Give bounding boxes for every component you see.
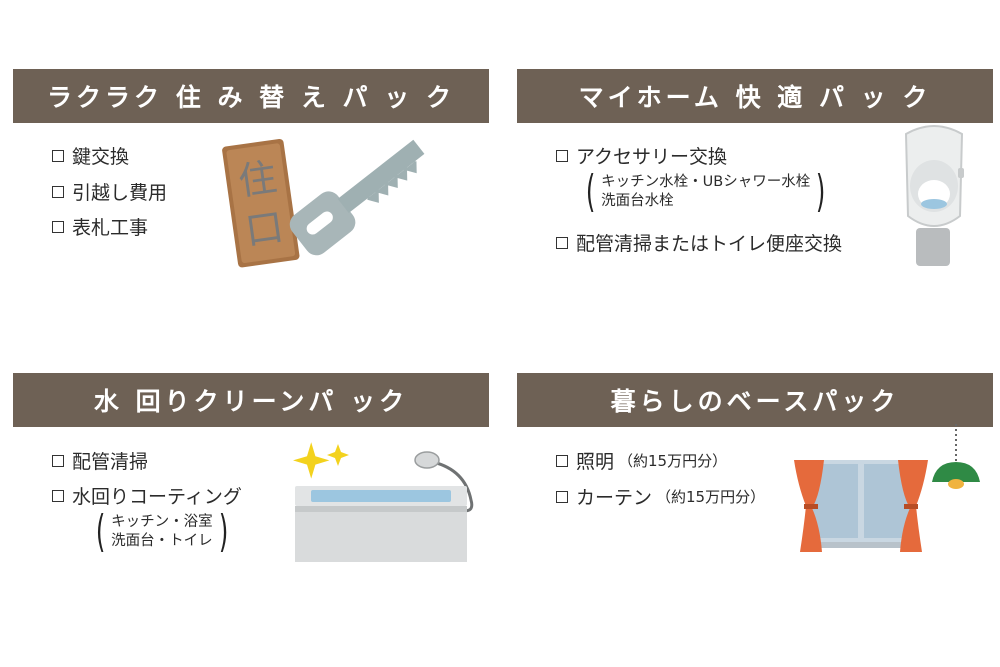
card-title: 暮らしのベースパック bbox=[517, 373, 993, 427]
card-title: ラクラク 住 み 替 え パ ッ ク bbox=[13, 69, 489, 123]
item-label: 引越し費用 bbox=[72, 182, 168, 204]
card-mizumawari-pack: 水 回りクリーンパ ック bbox=[13, 373, 489, 427]
note-line: キッチン水栓・UBシャワー水栓 bbox=[601, 174, 811, 190]
checkbox-icon bbox=[556, 149, 568, 162]
item-label: アクセサリー交換 bbox=[576, 146, 728, 168]
toilet-illustration bbox=[904, 125, 964, 266]
item-label: 照明 bbox=[576, 451, 615, 473]
card-title: 水 回りクリーンパ ック bbox=[13, 373, 489, 427]
list-item: 配管清掃またはトイレ便座交換 bbox=[556, 229, 842, 256]
checkbox-icon bbox=[556, 454, 568, 467]
item-label: 鍵交換 bbox=[72, 146, 130, 168]
right-paren-icon: ) bbox=[218, 506, 228, 557]
list-item: 照明 （約15万円分） bbox=[556, 447, 727, 474]
right-paren-icon: ) bbox=[816, 166, 826, 217]
left-paren-icon: ( bbox=[95, 506, 106, 557]
list-item: 水回りコーティング bbox=[52, 482, 242, 509]
checkbox-icon bbox=[52, 185, 64, 198]
item-price-note: （約15万円分） bbox=[618, 452, 728, 470]
card-base-pack: 暮らしのベースパック bbox=[517, 373, 993, 427]
pendant-lamp-illustration bbox=[932, 424, 980, 489]
checkbox-icon bbox=[556, 236, 568, 249]
note-line: 洗面台水栓 bbox=[601, 193, 674, 209]
nameplate-char-1: 住 bbox=[236, 155, 280, 204]
item-label: カーテン bbox=[576, 487, 653, 509]
bathtub-illustration bbox=[293, 442, 474, 562]
note-line: キッチン・浴室 bbox=[111, 514, 213, 530]
list-item: アクセサリー交換 bbox=[556, 142, 727, 169]
list-item: カーテン （約15万円分） bbox=[556, 483, 765, 510]
card-title: マイホーム 快 適 パ ッ ク bbox=[517, 69, 993, 123]
list-item: 鍵交換 bbox=[52, 142, 129, 169]
item-label: 表札工事 bbox=[72, 217, 149, 239]
item-label: 水回りコーティング bbox=[72, 486, 242, 508]
window-curtain-illustration bbox=[794, 460, 928, 552]
item-note: ( キッチン水栓・UBシャワー水栓 洗面台水栓 ) bbox=[582, 170, 829, 214]
key-nameplate-illustration: 住 口 bbox=[222, 138, 425, 268]
list-item: 配管清掃 bbox=[52, 447, 148, 474]
card-sumikae-pack: ラクラク 住 み 替 え パ ッ ク bbox=[13, 69, 489, 123]
checkbox-icon bbox=[52, 149, 64, 162]
checkbox-icon bbox=[52, 489, 64, 502]
left-paren-icon: ( bbox=[585, 166, 596, 217]
checkbox-icon bbox=[52, 454, 64, 467]
checkbox-icon bbox=[52, 220, 64, 233]
list-item: 表札工事 bbox=[52, 213, 148, 240]
item-note: ( キッチン・浴室 洗面台・トイレ ) bbox=[92, 510, 232, 554]
item-price-note: （約15万円分） bbox=[656, 488, 766, 506]
item-label: 配管清掃またはトイレ便座交換 bbox=[576, 233, 843, 255]
card-myhome-pack: マイホーム 快 適 パ ッ ク bbox=[517, 69, 993, 123]
list-item: 引越し費用 bbox=[52, 178, 167, 205]
item-label: 配管清掃 bbox=[72, 451, 149, 473]
note-line: 洗面台・トイレ bbox=[111, 533, 213, 549]
nameplate-char-2: 口 bbox=[243, 204, 287, 253]
checkbox-icon bbox=[556, 490, 568, 503]
